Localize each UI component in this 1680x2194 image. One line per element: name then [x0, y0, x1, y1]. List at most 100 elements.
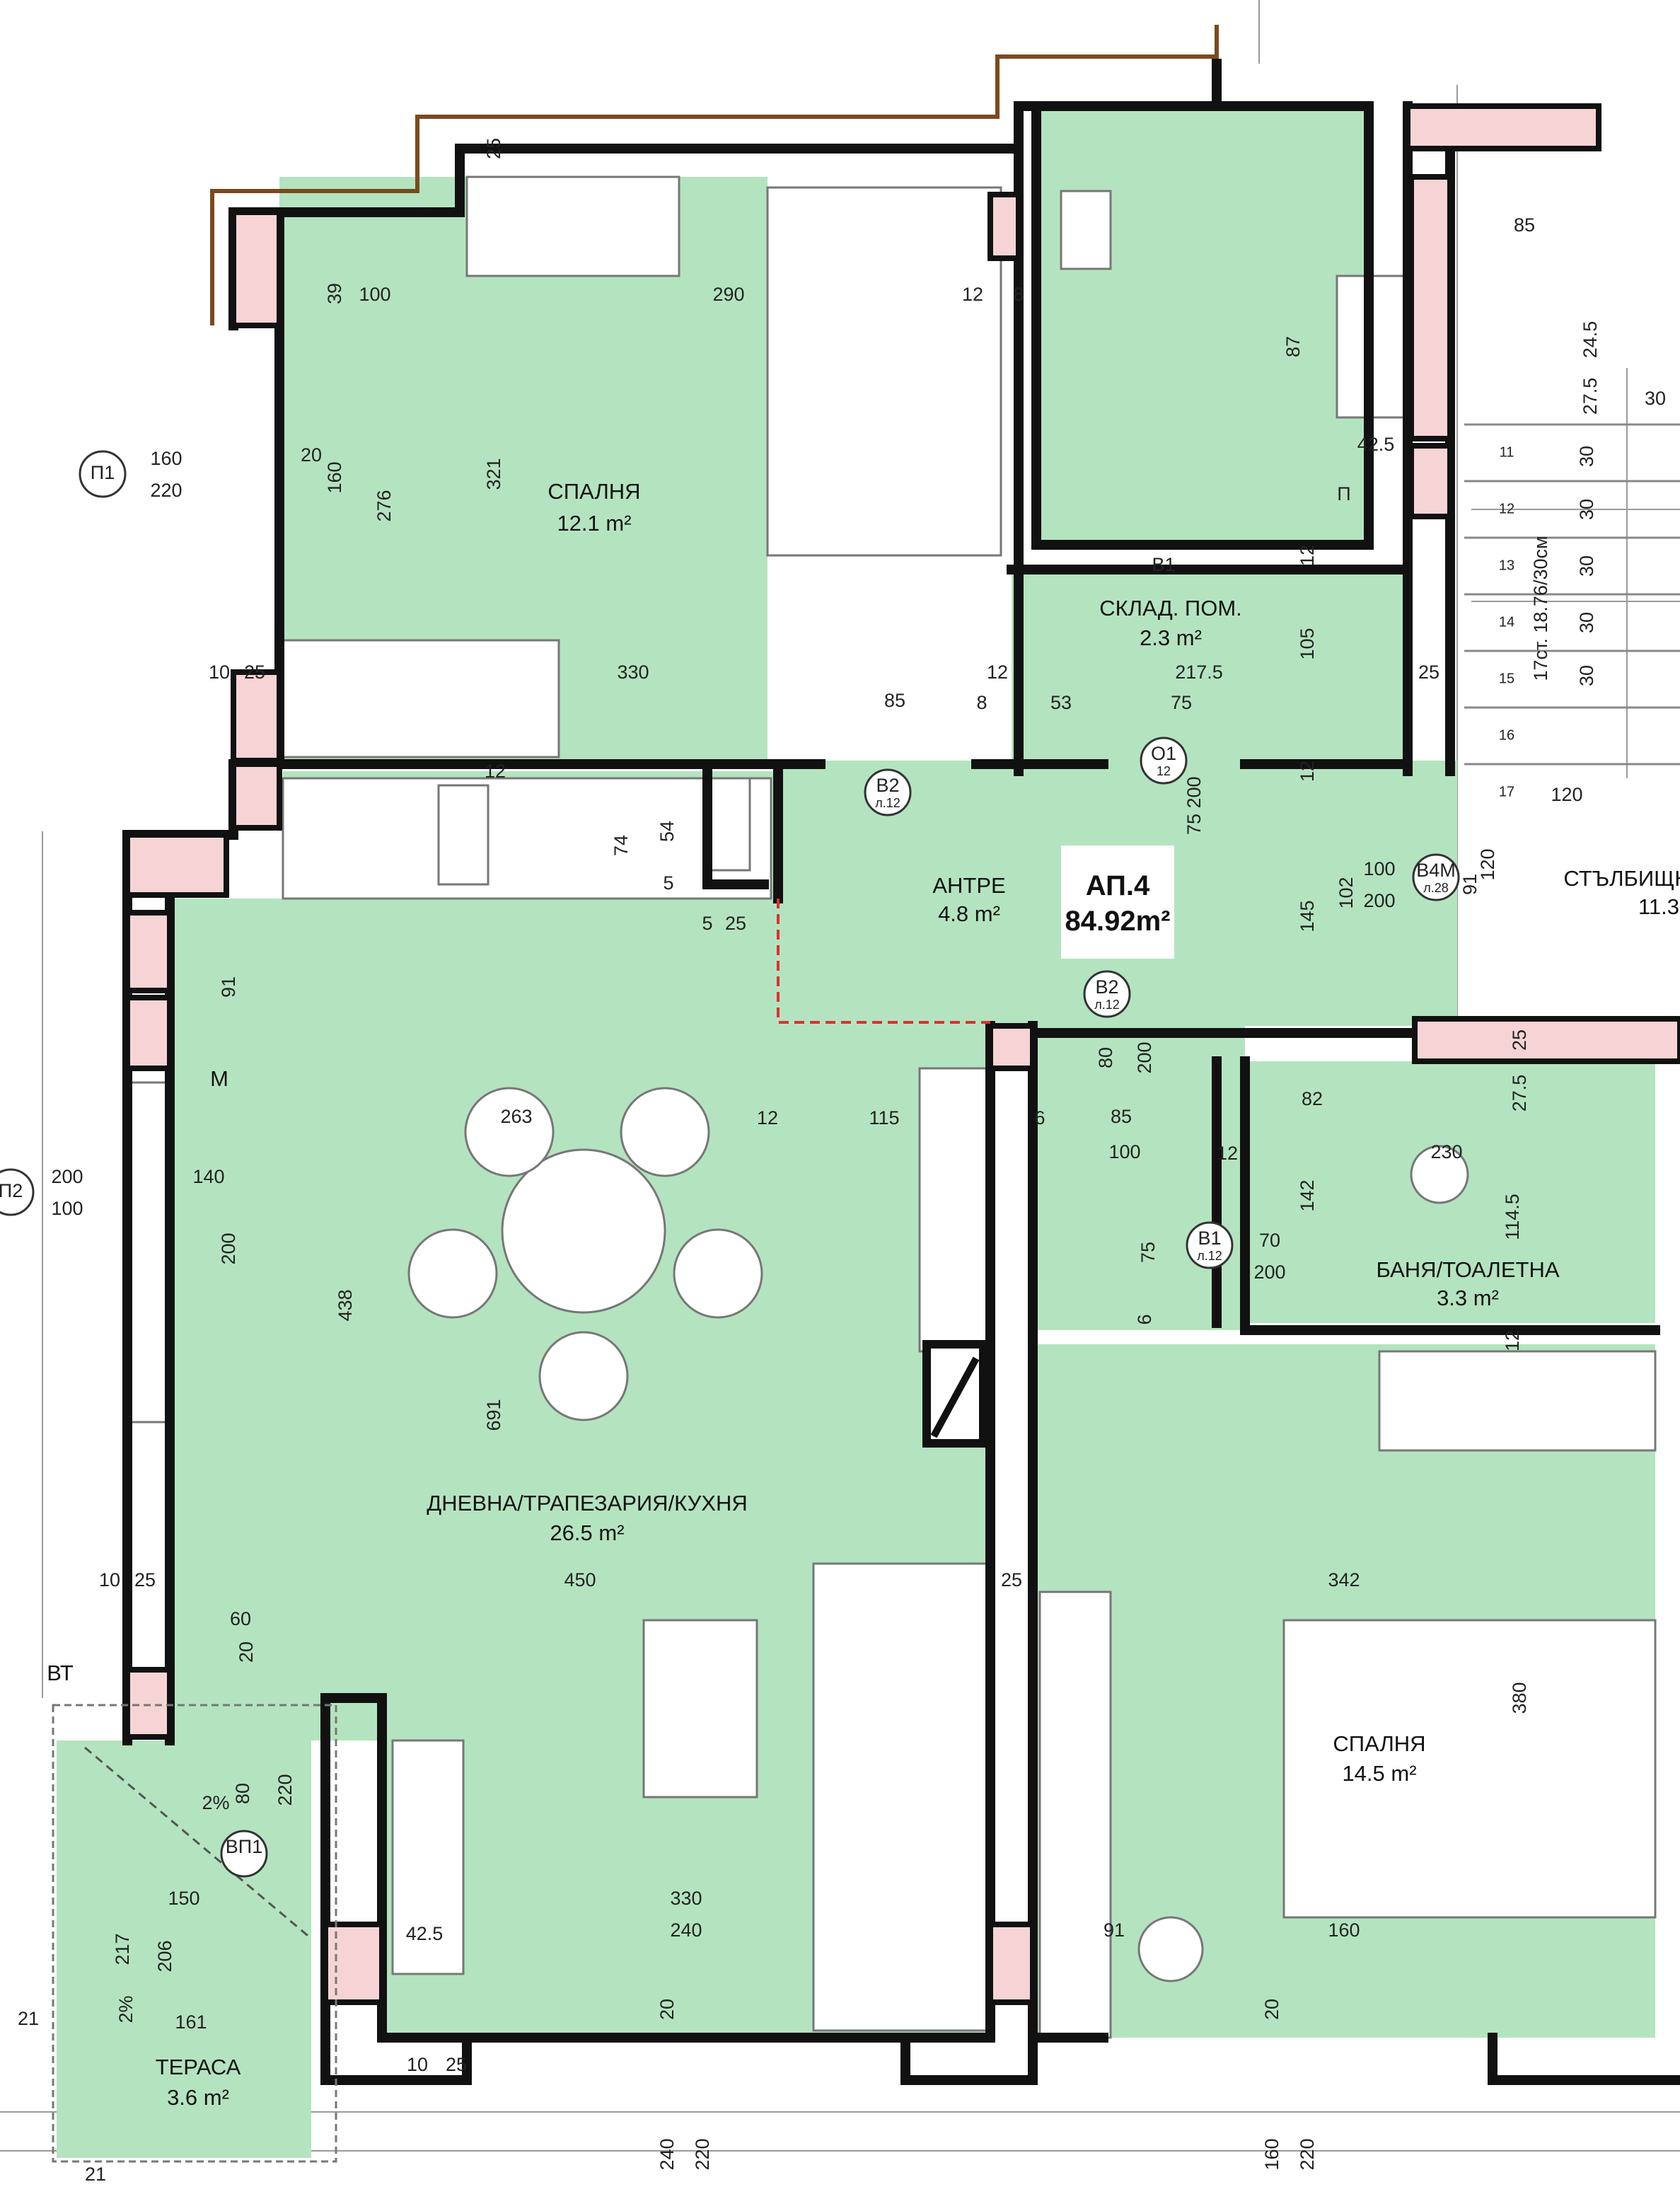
dimension-label: 160 [1328, 1919, 1360, 1941]
dimension-label: 145 [1297, 900, 1318, 932]
room-name-staircase: СТЪЛБИЩН [1563, 866, 1680, 891]
stair-step-number: 11 [1500, 444, 1514, 460]
dimension-label: 217.5 [1175, 662, 1223, 683]
dimension-label: 220 [150, 480, 182, 501]
dimension-label: 53 [1050, 692, 1072, 713]
dimension-label: 220 [274, 1774, 296, 1806]
room-name-living: ДНЕВНА/ТРАПЕЗАРИЯ/КУХНЯ [427, 1491, 747, 1515]
room-area-bedroom-1: 12.1 m² [557, 511, 631, 536]
stair-step-number: 16 [1499, 727, 1514, 743]
dimension-label: 30 [1576, 555, 1597, 577]
dimension-label: 240 [670, 1919, 702, 1941]
dimension-label: 75 [1137, 1242, 1159, 1263]
dimension-label: 240 [656, 2138, 678, 2170]
room-name-bathroom: БАНЯ/ТОАЛЕТНА [1376, 1257, 1559, 1282]
dimension-label: 30 [1576, 499, 1597, 520]
dimension-label: 2% [115, 1995, 137, 2023]
tag-sublabel: 12 [1157, 764, 1171, 778]
dimension-label: 10 [209, 662, 230, 683]
dimension-label: 12 [757, 1107, 778, 1128]
dimension-label: 85 [1514, 214, 1535, 236]
dimension-label: 5 [663, 872, 673, 894]
dimension-label: 12 [987, 662, 1008, 683]
dimension-label: 21 [18, 2008, 39, 2029]
dimension-label: 438 [335, 1289, 356, 1321]
dimension-label: 20 [301, 444, 322, 466]
tag-label: В2 [1095, 976, 1118, 998]
dimension-label: 200 [51, 1166, 83, 1187]
dimension-label: 206 [154, 1940, 175, 1972]
dimension-label: 102 [1336, 877, 1357, 908]
tag-label: ВП1 [226, 1836, 262, 1857]
dimension-label: 100 [51, 1198, 83, 1219]
dimension-label: 120 [1477, 848, 1498, 880]
dimension-label: 290 [712, 284, 744, 305]
tag-sublabel: л.12 [1197, 1249, 1222, 1263]
dimension-label: 25 [483, 138, 504, 159]
dimension-label: 450 [564, 1569, 596, 1590]
tag-label: В1 [1198, 1228, 1221, 1249]
apartment-label-box [1061, 845, 1174, 959]
dimension-label: 6 [1134, 1314, 1155, 1324]
dimension-label: 21 [85, 2164, 106, 2185]
dimension-label: 160 [1261, 2138, 1282, 2170]
dimension-label: 80 [232, 1783, 253, 1804]
stair-step-number: 13 [1499, 558, 1514, 573]
dimension-label: 20 [656, 1999, 678, 2020]
dimension-label: 6 [1034, 1107, 1045, 1128]
dimension-label: 8 [1013, 284, 1024, 305]
dimension-label: 8 [976, 692, 987, 713]
dimension-label: 160 [324, 461, 345, 493]
room-name-terrace: ТЕРАСА [156, 2055, 241, 2079]
dimension-label: 39 [324, 283, 345, 304]
dimension-label: 10 [99, 1569, 120, 1590]
dimension-label: 27.5 [1580, 378, 1601, 415]
dimension-label: 200 [1363, 890, 1395, 911]
dimension-label: 91 [1459, 874, 1481, 895]
tag-sublabel: л.12 [1094, 998, 1120, 1012]
tag-marker [79, 450, 127, 498]
label-m: М [210, 1066, 228, 1091]
dimension-label: 115 [869, 1107, 899, 1128]
dimension-label: 150 [168, 1888, 199, 1909]
stair-step-number: 12 [1499, 501, 1514, 516]
dimension-label: 142 [1297, 1179, 1318, 1211]
dimension-label: 380 [1509, 1682, 1530, 1714]
dimension-label: 30 [1576, 612, 1597, 633]
dimension-label: 82 [1302, 1088, 1323, 1109]
tag-label: В1 [1152, 554, 1175, 575]
dimension-label: 12 [1297, 761, 1318, 782]
stair-step-number: 15 [1499, 671, 1514, 686]
dimension-label: 330 [670, 1888, 702, 1909]
dimension-label: 200 [218, 1232, 239, 1264]
dimension-label: 161 [175, 2011, 207, 2033]
dimension-label: 100 [1108, 1141, 1140, 1162]
dimension-label: 220 [1297, 2138, 1318, 2170]
dimension-label: 20 [236, 1641, 257, 1663]
dimension-label: 75 [1183, 814, 1205, 835]
dimension-label: 25 [134, 1569, 156, 1590]
tag-marker [0, 1168, 35, 1216]
dimension-label: 30 [1576, 665, 1597, 686]
room-labels: СПАЛНЯ 12.1 m² СКЛАД. ПОМ. 2.3 m² АНТРЕ … [47, 479, 1680, 2110]
dimension-label: 200 [1183, 776, 1205, 808]
tag-marker [1186, 1221, 1234, 1269]
room-area-storage: 2.3 m² [1140, 625, 1202, 650]
dimension-label: 25 [244, 662, 265, 683]
room-name-hall: АНТРЕ [932, 873, 1005, 898]
dimension-label: 20 [1261, 1999, 1282, 2020]
dimension-label: 12 [962, 284, 983, 305]
dimension-label: 200 [1134, 1041, 1155, 1073]
dimension-label: 5 [702, 913, 712, 934]
dimension-label: 42.5 [1357, 434, 1395, 455]
dimension-label: 276 [373, 490, 395, 521]
dimension-label: 24.5 [1580, 321, 1601, 359]
dimension-label: 2% [202, 1792, 229, 1813]
dimension-label: 12 [1502, 1330, 1523, 1351]
tag-marker [1083, 970, 1131, 1018]
dimension-label: 25 [446, 2054, 467, 2075]
dimension-label: 87 [1282, 336, 1304, 357]
room-wc [1036, 106, 1369, 545]
